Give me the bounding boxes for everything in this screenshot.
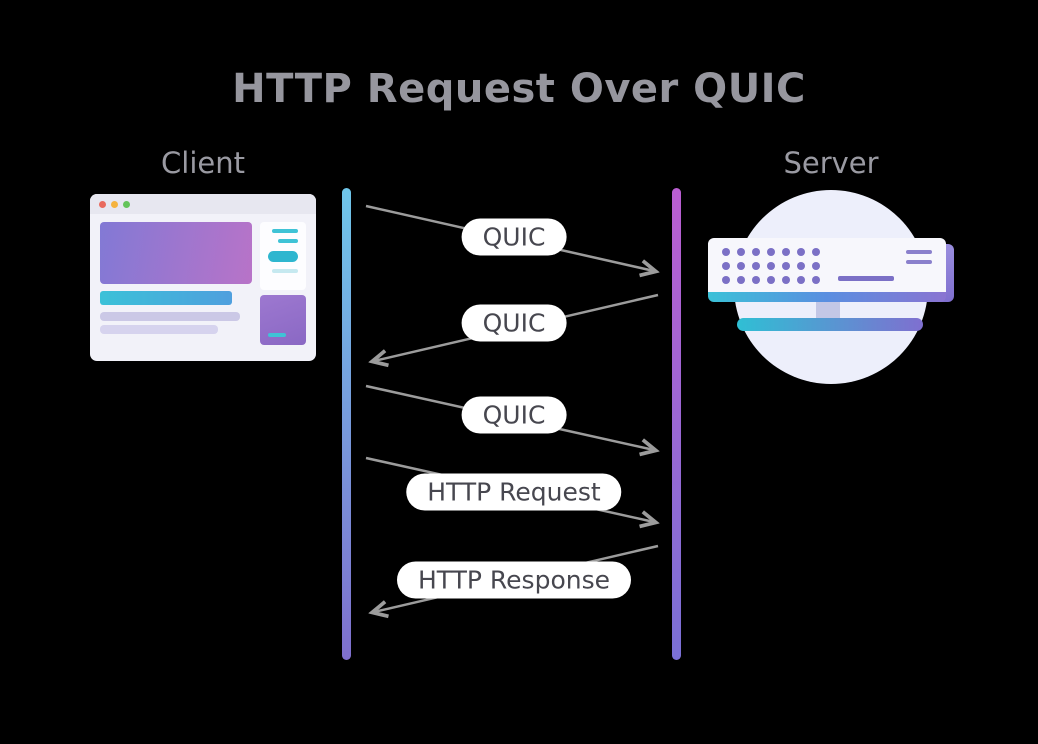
browser-content-bar (100, 291, 232, 305)
browser-purple-card (260, 295, 306, 345)
panel-button-shape (268, 251, 298, 262)
window-dot-red-icon (99, 200, 106, 208)
message-pill-http-response: HTTP Response (397, 561, 631, 599)
server-slot-line (906, 260, 932, 264)
panel-line (272, 229, 298, 233)
actor-label-server: Server (783, 146, 879, 180)
browser-text-line (100, 325, 218, 334)
server-drive-line (838, 276, 894, 281)
page-title: HTTP Request Over QUIC (232, 66, 806, 112)
window-dot-green-icon (123, 200, 130, 208)
actor-label-client: Client (161, 146, 245, 180)
message-pill-quic-2: QUIC (461, 304, 567, 342)
server-base-bar (737, 318, 923, 331)
server-illustration (700, 186, 956, 386)
lifeline-server (672, 188, 681, 660)
browser-hero-block (100, 222, 252, 284)
message-pill-quic-3: QUIC (461, 396, 567, 434)
window-dot-yellow-icon (111, 200, 118, 208)
server-bottom-edge (708, 292, 946, 302)
message-pill-quic-1: QUIC (461, 218, 567, 256)
server-slot-line (906, 250, 932, 254)
server-vent-dots-icon (722, 248, 820, 284)
server-chassis (708, 238, 946, 294)
card-dash (268, 333, 286, 337)
lifeline-client (342, 188, 351, 660)
browser-side-panel (260, 222, 306, 290)
client-browser-illustration (90, 194, 316, 361)
message-pill-http-request: HTTP Request (406, 473, 622, 511)
server-stand (816, 302, 840, 320)
browser-text-line (100, 312, 240, 321)
panel-line (278, 239, 298, 243)
panel-line (272, 269, 298, 273)
browser-titlebar (90, 194, 316, 214)
